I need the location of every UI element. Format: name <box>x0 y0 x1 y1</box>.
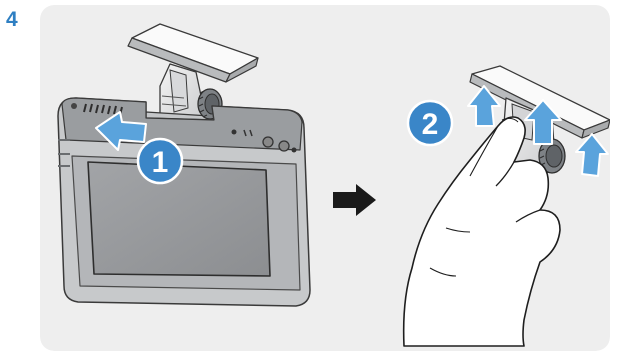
callout-2-label: 2 <box>422 108 439 141</box>
hand-illustration <box>402 116 561 347</box>
right-arrow-icon <box>333 184 376 216</box>
illustration-panel: 1 <box>40 5 610 351</box>
instruction-illustration: 1 <box>40 5 610 351</box>
callout-1: 1 <box>136 137 184 185</box>
detached-mount-plate <box>469 65 610 139</box>
dashcam-screen <box>87 161 271 277</box>
lift-arrow-icon <box>467 85 609 177</box>
callout-2: 2 <box>406 99 454 147</box>
callout-1-label: 1 <box>152 146 169 179</box>
dashcam-illustration: 1 <box>57 23 311 307</box>
step-number: 4 <box>6 8 18 31</box>
mount-removal-illustration: 2 <box>402 65 610 347</box>
push-arrow-icon <box>95 111 147 151</box>
mount-knob <box>197 88 223 120</box>
detached-mount-knob <box>538 138 566 174</box>
mount-plate <box>127 23 259 83</box>
